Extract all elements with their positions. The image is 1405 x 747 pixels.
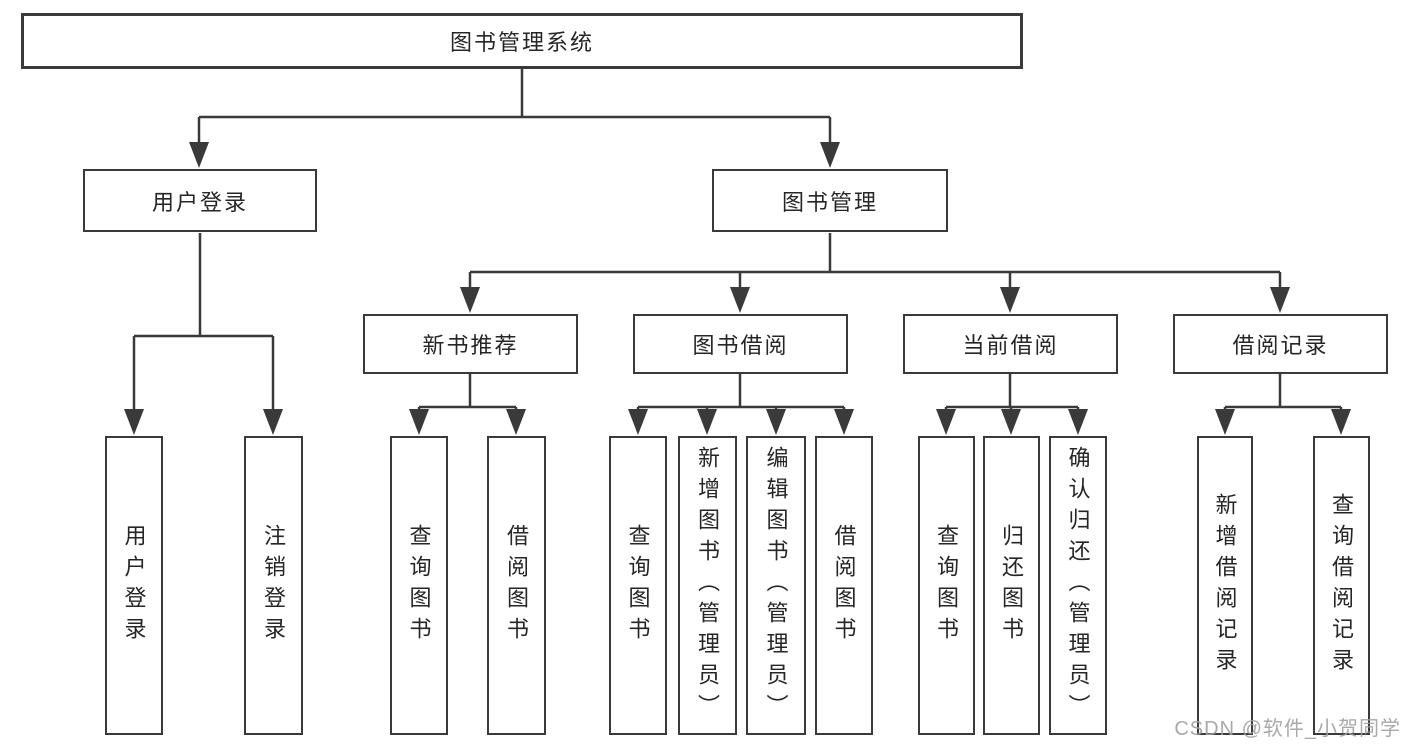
leaf-add-books-admin: 新增图书（管理员） bbox=[678, 436, 737, 735]
leaf-label: 确认归还（管理员） bbox=[1065, 446, 1091, 725]
leaf-user-login: 用户登录 bbox=[105, 436, 163, 735]
node-root-system: 图书管理系统 bbox=[21, 13, 1023, 69]
node-borrow-records: 借阅记录 bbox=[1173, 314, 1388, 374]
csdn-watermark: CSDN @软件_小贺同学 bbox=[1174, 718, 1401, 740]
leaf-label: 查询借阅记录 bbox=[1329, 492, 1355, 679]
leaf-return-books: 归还图书 bbox=[983, 436, 1040, 735]
leaf-borrow-books: 借阅图书 bbox=[815, 436, 873, 735]
leaf-label: 新增借阅记录 bbox=[1212, 492, 1238, 679]
leaf-label: 注销登录 bbox=[261, 523, 287, 648]
leaf-label: 查询图书 bbox=[406, 523, 432, 648]
leaf-query-books-borrow: 查询图书 bbox=[609, 436, 667, 735]
leaf-label: 借阅图书 bbox=[504, 523, 530, 648]
leaf-label: 查询图书 bbox=[934, 523, 960, 648]
leaf-query-books-recommend: 查询图书 bbox=[390, 436, 448, 735]
leaf-query-books-current: 查询图书 bbox=[918, 436, 975, 735]
node-user-login-branch: 用户登录 bbox=[83, 169, 317, 232]
leaf-add-borrow-record: 新增借阅记录 bbox=[1197, 436, 1253, 735]
leaf-borrow-books-recommend: 借阅图书 bbox=[487, 436, 546, 735]
node-current-borrow: 当前借阅 bbox=[903, 314, 1118, 374]
leaf-label: 借阅图书 bbox=[831, 523, 857, 648]
leaf-label: 归还图书 bbox=[999, 523, 1025, 648]
leaf-query-borrow-record: 查询借阅记录 bbox=[1313, 436, 1370, 735]
leaf-label: 查询图书 bbox=[625, 523, 651, 648]
leaf-logout: 注销登录 bbox=[244, 436, 303, 735]
leaf-edit-books-admin: 编辑图书（管理员） bbox=[746, 436, 806, 735]
leaf-label: 编辑图书（管理员） bbox=[763, 446, 789, 725]
node-book-management-branch: 图书管理 bbox=[712, 169, 948, 232]
node-book-borrow: 图书借阅 bbox=[633, 314, 848, 374]
leaf-confirm-return-admin: 确认归还（管理员） bbox=[1049, 436, 1107, 735]
node-new-book-recommend: 新书推荐 bbox=[363, 314, 578, 374]
leaf-label: 新增图书（管理员） bbox=[695, 446, 721, 725]
leaf-label: 用户登录 bbox=[121, 523, 147, 648]
